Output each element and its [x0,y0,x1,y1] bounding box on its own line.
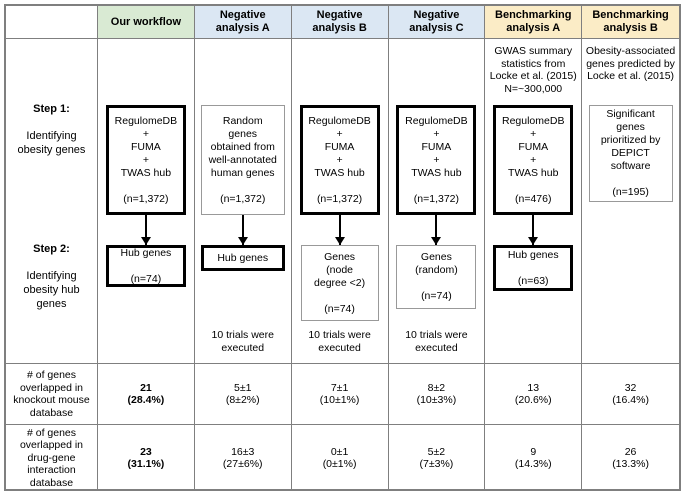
column-header-negative-c: Negative analysis C [388,6,486,39]
druggene-value-our-workflow: 23 (31.1%) [98,425,195,491]
step-labels-cell: Step 1: Identifying obesity genes Step 2… [6,39,98,364]
row-label-druggene: # of genes overlapped in drug-gene inter… [6,425,98,491]
column-header-benchmarking-a: Benchmarking analysis A [485,6,583,39]
arrowhead [237,237,248,245]
flow-negative-c: RegulomeDB + FUMA + TWAS hub (n=1,372) G… [388,39,486,364]
column-header-negative-a: Negative analysis A [194,6,292,39]
step2-description: Identifying obesity hub genes [23,270,80,310]
header-corner-empty [6,6,98,39]
step1-box: RegulomeDB + FUMA + TWAS hub (n=1,372) [105,105,186,215]
flow-benchmarking-a: GWAS summary statistics from Locke et al… [485,39,583,364]
flow-negative-a: Random genes obtained from well-annotate… [194,39,292,364]
druggene-value-negative-a: 16±3 (27±6%) [195,425,292,491]
knockout-value-negative-b: 7±1 (10±1%) [291,364,389,425]
step2-box: Hub genes (n=74) [105,245,186,287]
arrow-down-icon [528,215,539,245]
flow-negative-b: RegulomeDB + FUMA + TWAS hub (n=1,372) G… [291,39,389,364]
flow-our-workflow: RegulomeDB + FUMA + TWAS hub (n=1,372) H… [98,39,195,364]
arrowhead [431,237,442,245]
step2-box: Hub genes (n=63) [493,245,574,291]
step1-title: Step 1: [33,103,70,115]
arrow-down-icon [237,215,248,245]
arrow-down-icon [431,215,442,245]
step2-box: Genes (node degree <2) (n=74) [300,245,379,321]
step2-label: Step 2: Identifying obesity hub genes [6,243,97,311]
knockout-value-benchmarking-b: 32 (16.4%) [582,364,679,425]
arrowhead [528,237,539,245]
step2-box: Hub genes [200,245,285,271]
column-header-negative-b: Negative analysis B [291,6,389,39]
step1-box: Random genes obtained from well-annotate… [200,105,285,215]
row-label-knockout: # of genes overlapped in knockout mouse … [6,364,98,425]
step1-box: RegulomeDB + FUMA + TWAS hub (n=1,372) [299,105,380,215]
comparison-table: Our workflow Negative analysis A Negativ… [4,4,681,491]
column-note: GWAS summary statistics from Locke et al… [489,45,577,95]
step2-box: Genes (random) (n=74) [396,245,477,309]
druggene-value-negative-b: 0±1 (0±1%) [292,425,389,491]
druggene-value-negative-c: 5±2 (7±3%) [389,425,486,491]
step1-label: Step 1: Identifying obesity genes [6,103,97,157]
column-header-our-workflow: Our workflow [98,6,195,39]
arrow-down-icon [334,215,345,245]
knockout-value-our-workflow: 21 (28.4%) [98,364,195,425]
knockout-value-benchmarking-a: 13 (20.6%) [485,364,583,425]
arrow-down-icon [140,215,151,245]
druggene-value-benchmarking-b: 26 (13.3%) [612,445,649,471]
arrowhead [140,237,151,245]
knockout-value-negative-c: 8±2 (10±3%) [388,364,486,425]
step1-box: Significant genes prioritized by DEPICT … [588,105,673,202]
trials-note: 10 trials were executed [211,329,274,354]
column-note: Obesity-associated genes predicted by Lo… [585,45,676,82]
step1-box: RegulomeDB + FUMA + TWAS hub (n=476) [493,105,574,215]
step2-title: Step 2: [33,243,70,255]
trials-note: 10 trials were executed [308,329,371,354]
step1-box: RegulomeDB + FUMA + TWAS hub (n=1,372) [396,105,477,215]
trials-note: 10 trials were executed [405,329,468,354]
knockout-value-negative-a: 5±1 (8±2%) [194,364,292,425]
flow-benchmarking-b: Obesity-associated genes predicted by Lo… [582,39,679,364]
arrowhead [334,237,345,245]
druggene-value-benchmarking-a: 9 (14.3%) [485,425,583,491]
step1-description: Identifying obesity genes [17,130,86,156]
column-header-benchmarking-b: Benchmarking analysis B [582,6,679,39]
